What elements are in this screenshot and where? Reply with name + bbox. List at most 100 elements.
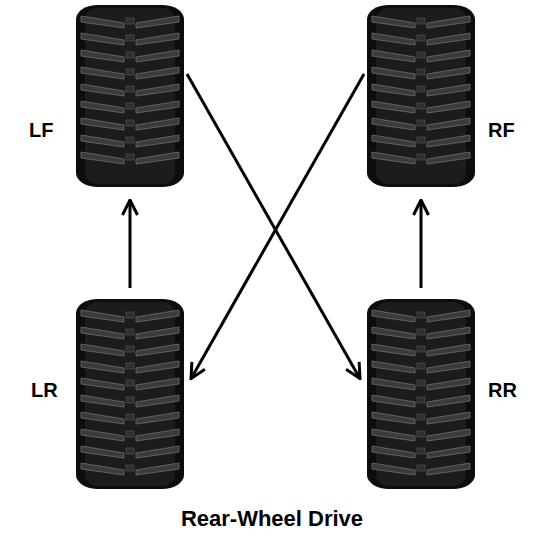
tread-pattern <box>81 310 179 475</box>
tread-lug <box>427 33 470 45</box>
tread-block <box>417 397 425 403</box>
tread-pattern <box>372 310 470 475</box>
tread-lug <box>372 50 415 62</box>
tread-block <box>417 137 425 143</box>
tire-drawing <box>366 298 476 490</box>
tire-body <box>367 299 475 489</box>
tread-lug <box>81 395 124 407</box>
tread-lug <box>81 344 124 356</box>
tread-lug <box>81 16 124 28</box>
tread-block <box>417 18 425 24</box>
tread-block <box>417 431 425 437</box>
tread-lug <box>136 135 179 147</box>
tread-lug <box>136 118 179 130</box>
tread-lug <box>81 310 124 322</box>
tread-lug <box>81 135 124 147</box>
tire-body <box>76 5 184 187</box>
tread-block <box>126 448 134 454</box>
tread-lug <box>136 101 179 113</box>
tread-lug <box>81 463 124 475</box>
tread-block <box>417 86 425 92</box>
tread-block <box>126 346 134 352</box>
tread-lug <box>372 378 415 390</box>
tread-lug <box>372 101 415 113</box>
tread-lug <box>427 344 470 356</box>
tread-lug <box>81 101 124 113</box>
tread-block <box>417 329 425 335</box>
tread-block <box>126 120 134 126</box>
tread-block <box>417 448 425 454</box>
tread-lug <box>372 429 415 441</box>
tread-lug <box>136 412 179 424</box>
tread-lug <box>81 378 124 390</box>
tread-block <box>417 414 425 420</box>
tread-lug <box>81 429 124 441</box>
tread-lug <box>427 152 470 164</box>
tread-block <box>417 154 425 160</box>
tread-lug <box>372 446 415 458</box>
tread-lug <box>372 344 415 356</box>
tread-lug <box>81 446 124 458</box>
rotation-arrow <box>420 200 423 288</box>
tread-block <box>126 86 134 92</box>
tread-lug <box>136 50 179 62</box>
tread-lug <box>427 361 470 373</box>
tread-block <box>417 346 425 352</box>
tread-lug <box>372 84 415 96</box>
tread-lug <box>427 16 470 28</box>
tire-drawing <box>75 4 185 188</box>
tire-body <box>76 299 184 489</box>
tread-lug <box>372 310 415 322</box>
tread-lug <box>372 327 415 339</box>
tread-lug <box>372 118 415 130</box>
tread-block <box>126 431 134 437</box>
tread-lug <box>372 33 415 45</box>
tread-block <box>126 52 134 58</box>
tread-block <box>417 312 425 318</box>
wheel-position-label: RF <box>488 120 515 140</box>
rotation-arrow <box>187 74 360 379</box>
tire-body <box>367 5 475 187</box>
tread-lug <box>81 412 124 424</box>
tread-lug <box>372 135 415 147</box>
tread-lug <box>372 463 415 475</box>
tread-block <box>417 52 425 58</box>
tread-block <box>417 69 425 75</box>
tread-block <box>126 69 134 75</box>
tread-lug <box>372 395 415 407</box>
tire: LR <box>75 298 185 490</box>
tread-lug <box>81 33 124 45</box>
tread-block <box>126 35 134 41</box>
tread-lug <box>427 378 470 390</box>
tread-lug <box>136 152 179 164</box>
tread-lug <box>81 84 124 96</box>
tread-lug <box>136 327 179 339</box>
tread-lug <box>427 429 470 441</box>
tread-lug <box>427 50 470 62</box>
tread-lug <box>81 327 124 339</box>
rotation-arrow <box>129 200 132 288</box>
tread-lug <box>427 412 470 424</box>
tread-lug <box>372 67 415 79</box>
tread-block <box>126 18 134 24</box>
tire: LF <box>75 4 185 188</box>
tread-block <box>126 397 134 403</box>
tread-lug <box>427 101 470 113</box>
rotation-arrow <box>191 74 364 379</box>
tread-pattern <box>372 16 470 164</box>
tread-lug <box>136 395 179 407</box>
tread-block <box>417 380 425 386</box>
tread-lug <box>372 412 415 424</box>
tread-lug <box>427 446 470 458</box>
tread-lug <box>136 16 179 28</box>
tread-lug <box>136 378 179 390</box>
tread-block <box>126 380 134 386</box>
tread-block <box>126 137 134 143</box>
tire-drawing <box>75 298 185 490</box>
tread-block <box>126 103 134 109</box>
tread-block <box>417 120 425 126</box>
tread-block <box>126 363 134 369</box>
tread-block <box>417 363 425 369</box>
tread-lug <box>427 118 470 130</box>
tread-lug <box>81 361 124 373</box>
